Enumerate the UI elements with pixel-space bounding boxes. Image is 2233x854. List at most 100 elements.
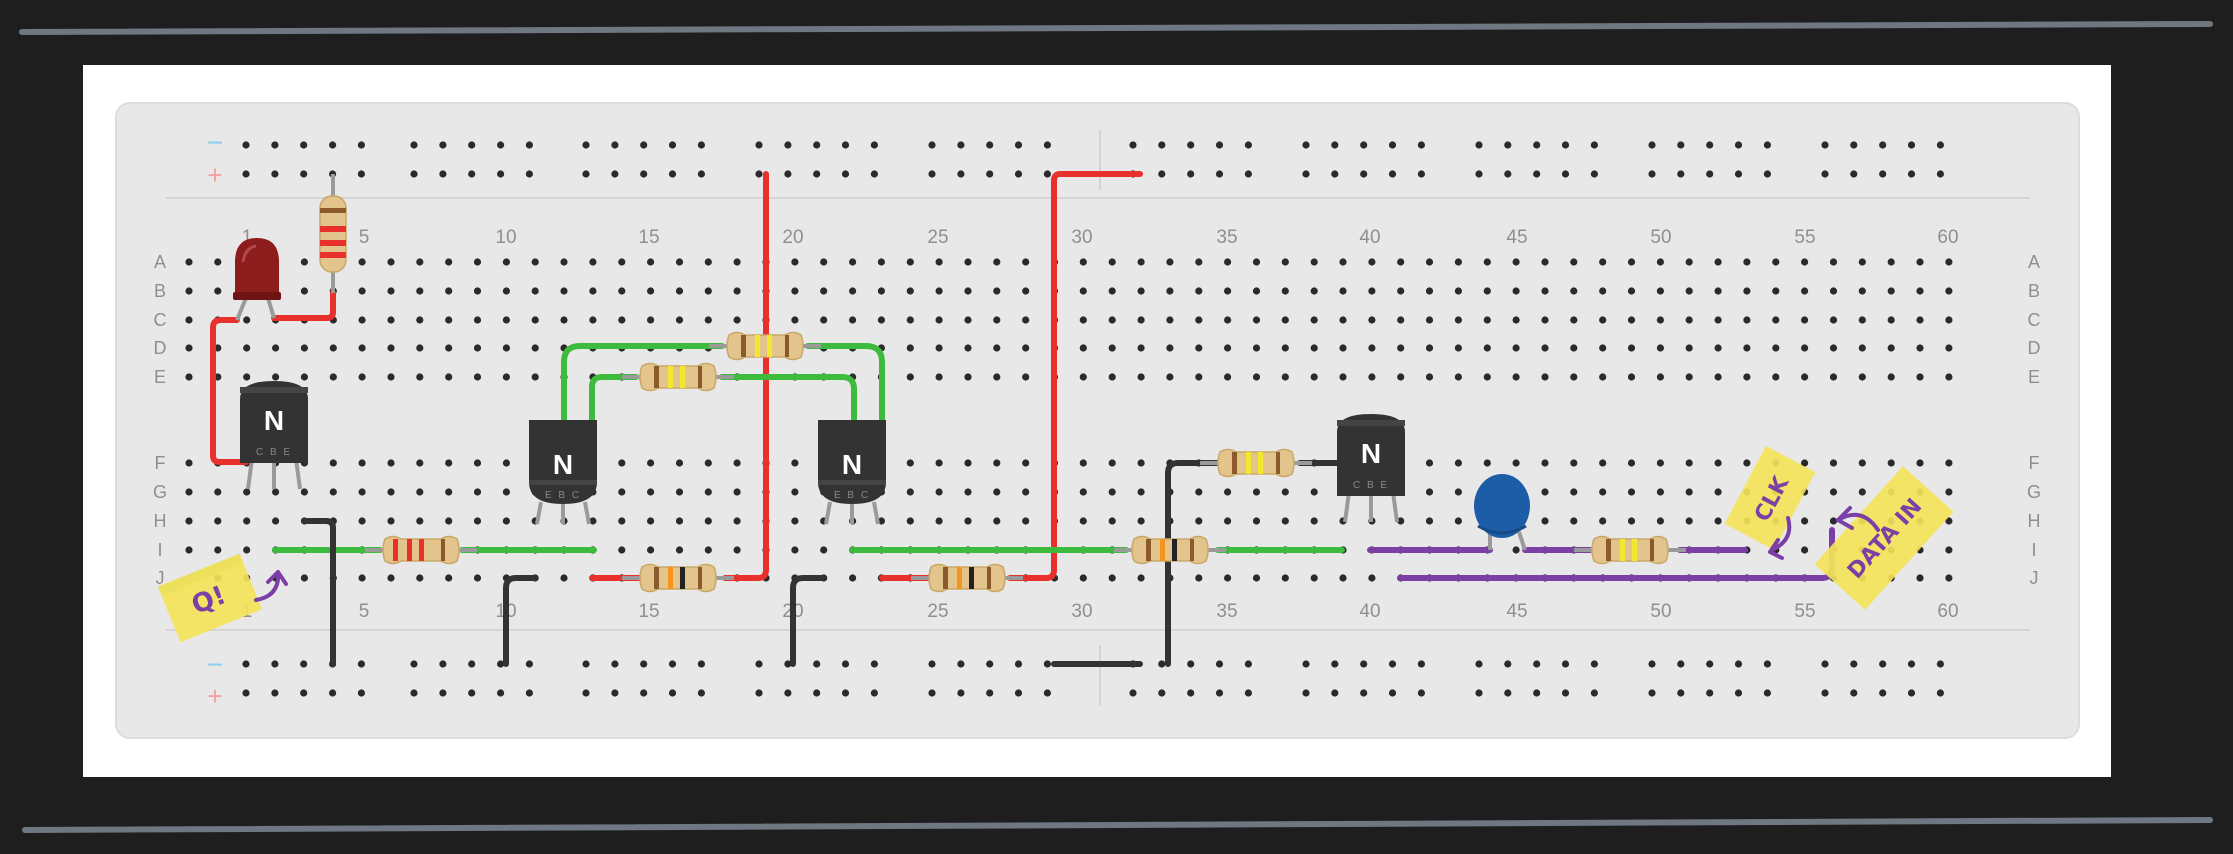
breadboard-hole (906, 316, 914, 324)
breadboard-hole (1570, 258, 1578, 266)
breadboard-hole (1281, 287, 1289, 295)
breadboard-hole (1310, 344, 1318, 352)
breadboard-hole (1224, 574, 1232, 582)
col-label: 30 (1071, 227, 1092, 248)
breadboard-hole (1224, 316, 1232, 324)
breadboard-hole (1014, 689, 1023, 697)
breadboard-hole (468, 660, 476, 668)
breadboard-hole (964, 459, 972, 467)
col-label: 55 (1794, 601, 1815, 622)
black-wire-q-ground (301, 518, 336, 667)
breadboard-hole (1821, 689, 1829, 697)
breadboard-hole (1195, 344, 1203, 352)
breadboard-hole (1014, 141, 1023, 149)
breadboard-hole (1887, 316, 1895, 324)
breadboard-hole (1858, 488, 1866, 496)
breadboard-hole (1310, 373, 1318, 381)
resistor-row-j-15 (622, 563, 734, 593)
breadboard-hole (1512, 344, 1520, 352)
breadboard-hole (582, 660, 590, 668)
breadboard-hole (1504, 689, 1512, 697)
breadboard-hole (1599, 373, 1607, 381)
breadboard-hole (1244, 689, 1252, 697)
breadboard-hole (358, 488, 366, 496)
breadboard-hole (502, 344, 510, 352)
breadboard-hole (1215, 141, 1224, 149)
breadboard-hole (1252, 344, 1261, 352)
breadboard-hole (1936, 141, 1944, 149)
breadboard-hole (1022, 459, 1030, 467)
row-label: I (157, 540, 162, 560)
breadboard-hole (1137, 344, 1145, 352)
breadboard-hole (704, 546, 712, 554)
breadboard-hole (1627, 287, 1636, 295)
breadboard-hole (1801, 459, 1809, 467)
column-labels-top: 1 5 10 15 20 25 30 35 40 45 50 55 60 (242, 227, 1959, 248)
breadboard-hole (1570, 373, 1578, 381)
breadboard-hole (243, 488, 251, 496)
breadboard-hole (1850, 170, 1858, 178)
breadboard-hole (358, 459, 366, 467)
breadboard-hole (1677, 170, 1685, 178)
breadboard-hole (1916, 258, 1924, 266)
breadboard-hole (1570, 459, 1578, 467)
breadboard-hole (784, 689, 792, 697)
breadboard-hole (791, 546, 799, 554)
breadboard-hole (1244, 141, 1252, 149)
breadboard-hole (1685, 488, 1693, 496)
breadboard-hole (214, 287, 222, 295)
breadboard-hole (271, 689, 279, 697)
breadboard-hole (704, 316, 712, 324)
breadboard-hole (640, 689, 648, 697)
breadboard-hole (675, 546, 684, 554)
transistor-pins: E B C (545, 490, 581, 501)
breadboard-hole (986, 689, 994, 697)
breadboard-hole (1224, 258, 1232, 266)
row-label: E (2028, 367, 2040, 387)
breadboard-hole (1656, 287, 1664, 295)
breadboard-hole (1417, 660, 1425, 668)
breadboard-hole (1714, 373, 1722, 381)
breadboard-hole (185, 517, 193, 525)
breadboard-hole (1215, 660, 1224, 668)
breadboard-hole (387, 287, 395, 295)
breadboard-hole (1743, 316, 1751, 324)
breadboard-hole (697, 170, 706, 178)
red-wire-led (210, 290, 336, 465)
breadboard-hole (560, 287, 568, 295)
breadboard-hole (387, 459, 395, 467)
breadboard-hole (618, 517, 626, 525)
breadboard-hole (1475, 170, 1483, 178)
breadboard-hole (964, 373, 972, 381)
breadboard-hole (784, 141, 792, 149)
breadboard-hole (618, 459, 626, 467)
breadboard-hole (1504, 141, 1512, 149)
breadboard-hole (185, 488, 193, 496)
breadboard-hole (611, 660, 619, 668)
breadboard-hole (468, 141, 476, 149)
breadboard-hole (1714, 258, 1722, 266)
breadboard-hole (986, 170, 994, 178)
breadboard-hole (1310, 287, 1318, 295)
breadboard-hole (675, 459, 684, 467)
breadboard-hole (300, 170, 308, 178)
breadboard-hole (1829, 344, 1838, 352)
breadboard-hole (1561, 170, 1570, 178)
breadboard-hole (329, 459, 337, 467)
row-label: B (2028, 281, 2040, 301)
row-label: H (2028, 511, 2041, 531)
breadboard-hole (1454, 258, 1462, 266)
breadboard-hole (1483, 344, 1491, 352)
breadboard-hole (1858, 287, 1866, 295)
breadboard-hole (1339, 287, 1347, 295)
breadboard-hole (618, 316, 626, 324)
breadboard-hole (1483, 459, 1491, 467)
row-label: G (2027, 482, 2041, 502)
breadboard-hole (589, 287, 597, 295)
breadboard-hole (647, 258, 655, 266)
breadboard-hole (445, 574, 453, 582)
breadboard-hole (1483, 287, 1491, 295)
breadboard-hole (525, 689, 534, 697)
breadboard-hole (1079, 488, 1087, 496)
breadboard-hole (1368, 344, 1376, 352)
